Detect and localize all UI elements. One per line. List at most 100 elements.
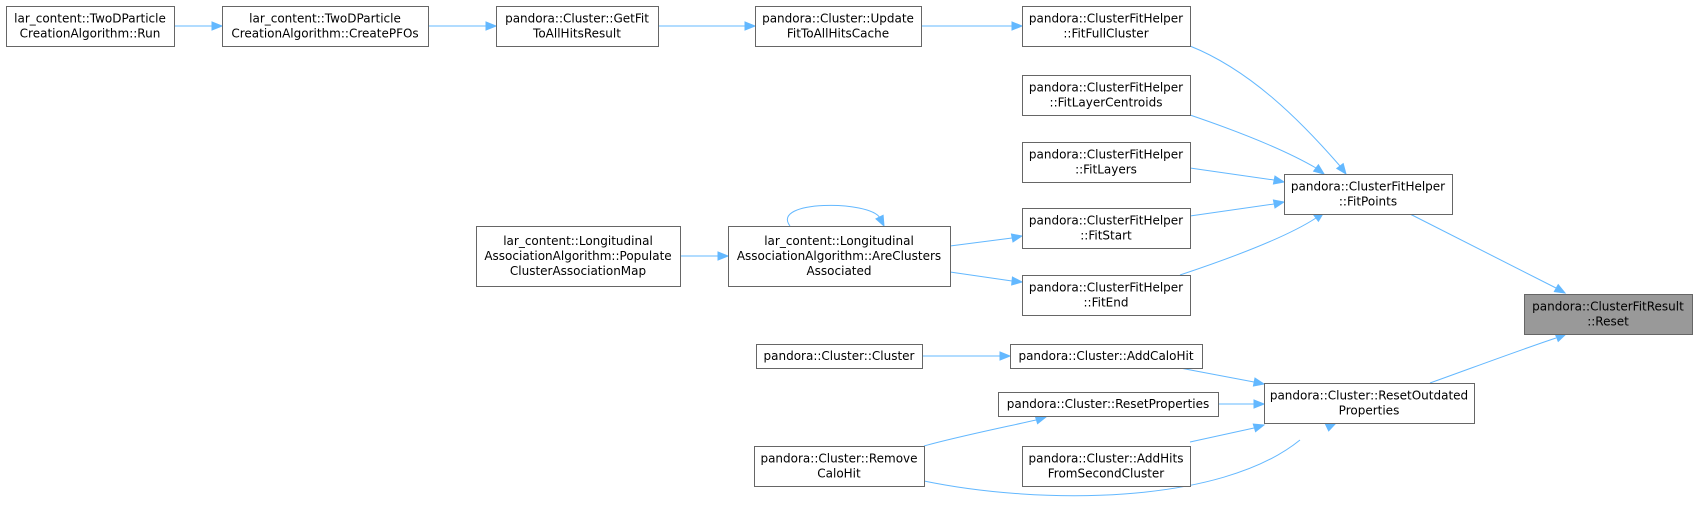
node-label-line: pandora::Cluster::ResetProperties xyxy=(1007,397,1210,411)
edge-updatefit-to-fitfull xyxy=(921,21,1024,31)
node-label-line: lar_content::TwoDParticle xyxy=(14,12,166,26)
node-updatefit[interactable]: pandora::Cluster::UpdateFitToAllHitsCach… xyxy=(755,6,922,47)
node-run[interactable]: lar_content::TwoDParticleCreationAlgorit… xyxy=(6,6,175,47)
node-label-line: pandora::Cluster::Cluster xyxy=(764,349,915,363)
node-fitend[interactable]: pandora::ClusterFitHelper::FitEnd xyxy=(1022,275,1191,316)
node-box xyxy=(222,6,429,47)
edge-areclusters-to-fitend xyxy=(949,271,1024,286)
edge-resetprops-to-resetoutdated xyxy=(1218,399,1266,409)
node-label-line: AssociationAlgorithm::AreClusters xyxy=(737,249,941,263)
node-label-line: AssociationAlgorithm::Populate xyxy=(484,249,671,263)
edge-line xyxy=(1189,167,1275,181)
arrowhead-icon xyxy=(211,21,224,31)
edge-resetoutdated-to-reset xyxy=(1429,333,1568,384)
edge-run-to-createpfos xyxy=(174,21,224,31)
node-label-line: ::FitEnd xyxy=(1084,296,1129,310)
edge-fitpoints-to-reset xyxy=(1409,213,1567,294)
node-label-line: pandora::ClusterFitHelper xyxy=(1291,180,1445,194)
edge-fitfull-to-fitpoints xyxy=(1189,45,1347,176)
node-label-line: ::FitLayers xyxy=(1075,163,1137,177)
edge-line xyxy=(949,237,1013,247)
node-box xyxy=(496,6,659,47)
node-label-line: Associated xyxy=(806,264,871,278)
node-box xyxy=(728,226,951,287)
node-box xyxy=(756,344,923,369)
arrowhead-icon xyxy=(1011,276,1024,286)
node-box xyxy=(1010,344,1203,369)
edge-line xyxy=(1189,427,1255,443)
edge-line xyxy=(923,419,1037,447)
arrowhead-icon xyxy=(1252,423,1266,433)
arrowhead-icon xyxy=(1312,163,1326,175)
node-box xyxy=(1022,446,1191,487)
edge-removecalohit-to-resetprops xyxy=(923,415,1048,447)
edge-line xyxy=(1189,203,1275,217)
node-label-line: pandora::ClusterFitHelper xyxy=(1029,148,1183,162)
edge-line xyxy=(1429,337,1557,384)
arrowhead-icon xyxy=(1252,377,1266,387)
node-populate[interactable]: lar_content::LongitudinalAssociationAlgo… xyxy=(476,226,681,287)
node-resetprops[interactable]: pandora::Cluster::ResetProperties xyxy=(998,392,1219,417)
edge-addhits-to-resetoutdated xyxy=(1189,423,1266,443)
edge-fitlayers-to-fitpoints xyxy=(1189,167,1286,185)
edge-line xyxy=(1189,45,1341,167)
node-label-line: pandora::Cluster::Update xyxy=(762,12,914,26)
node-label-line: CaloHit xyxy=(817,467,861,481)
edge-line xyxy=(786,204,881,227)
edge-areclusters-to-fitstart xyxy=(949,233,1024,247)
node-label-line: pandora::Cluster::AddHits xyxy=(1029,452,1184,466)
arrowhead-icon xyxy=(744,21,757,31)
node-label-line: pandora::ClusterFitHelper xyxy=(1029,81,1183,95)
node-fitfull[interactable]: pandora::ClusterFitHelper::FitFullCluste… xyxy=(1022,6,1191,47)
node-label-line: ::FitStart xyxy=(1080,229,1132,243)
node-label-line: Properties xyxy=(1339,404,1400,418)
arrowhead-icon xyxy=(1272,199,1286,209)
edge-fitstart-to-fitpoints xyxy=(1189,199,1286,217)
node-label-line: CreationAlgorithm::Run xyxy=(20,27,161,41)
node-fitstart[interactable]: pandora::ClusterFitHelper::FitStart xyxy=(1022,208,1191,249)
node-fitlayers[interactable]: pandora::ClusterFitHelper::FitLayers xyxy=(1022,142,1191,183)
arrowhead-icon xyxy=(485,21,498,31)
node-label-line: pandora::Cluster::GetFit xyxy=(505,12,649,26)
node-label-line: lar_content::Longitudinal xyxy=(764,234,914,248)
node-createpfos[interactable]: lar_content::TwoDParticleCreationAlgorit… xyxy=(222,6,429,47)
node-box xyxy=(1022,208,1191,249)
node-box xyxy=(754,446,925,487)
arrowhead-icon xyxy=(1253,399,1266,409)
node-areclusters[interactable]: lar_content::LongitudinalAssociationAlgo… xyxy=(728,226,951,287)
node-label-line: pandora::Cluster::ResetOutdated xyxy=(1270,389,1468,403)
edge-addcalohit-to-resetoutdated xyxy=(1179,367,1266,387)
node-box xyxy=(1022,6,1191,47)
arrowhead-icon xyxy=(1335,162,1347,176)
node-box xyxy=(1022,75,1191,116)
node-clusterctor[interactable]: pandora::Cluster::Cluster xyxy=(756,344,923,369)
arrowhead-icon xyxy=(1011,21,1024,31)
node-reset[interactable]: pandora::ClusterFitResult::Reset xyxy=(1524,294,1693,335)
node-box xyxy=(755,6,922,47)
node-label-line: ::FitFullCluster xyxy=(1063,27,1148,41)
node-label-line: pandora::Cluster::AddCaloHit xyxy=(1018,349,1193,363)
node-box xyxy=(476,226,681,287)
node-label-line: pandora::ClusterFitResult xyxy=(1532,300,1684,314)
node-label-line: pandora::Cluster::Remove xyxy=(760,452,917,466)
node-fitpoints[interactable]: pandora::ClusterFitHelper::FitPoints xyxy=(1284,174,1453,215)
edge-populate-to-areclusters xyxy=(680,251,730,261)
node-label-line: FitToAllHitsCache xyxy=(787,27,889,41)
nodes-layer: lar_content::TwoDParticleCreationAlgorit… xyxy=(6,6,1693,487)
edge-line xyxy=(923,439,1301,497)
node-label-line: ::Reset xyxy=(1587,315,1629,329)
node-label-line: pandora::ClusterFitHelper xyxy=(1029,214,1183,228)
node-addcalohit[interactable]: pandora::Cluster::AddCaloHit xyxy=(1010,344,1203,369)
node-box xyxy=(998,392,1219,417)
node-label-line: FromSecondCluster xyxy=(1048,467,1165,481)
node-resetoutdated[interactable]: pandora::Cluster::ResetOutdatedPropertie… xyxy=(1264,383,1475,424)
arrowhead-icon xyxy=(717,251,730,261)
node-addhits[interactable]: pandora::Cluster::AddHitsFromSecondClust… xyxy=(1022,446,1191,487)
node-label-line: CreationAlgorithm::CreatePFOs xyxy=(231,27,418,41)
node-label-line: ToAllHitsResult xyxy=(532,27,621,41)
node-fitlayercentroids[interactable]: pandora::ClusterFitHelper::FitLayerCentr… xyxy=(1022,75,1191,116)
node-label-line: pandora::ClusterFitHelper xyxy=(1029,12,1183,26)
